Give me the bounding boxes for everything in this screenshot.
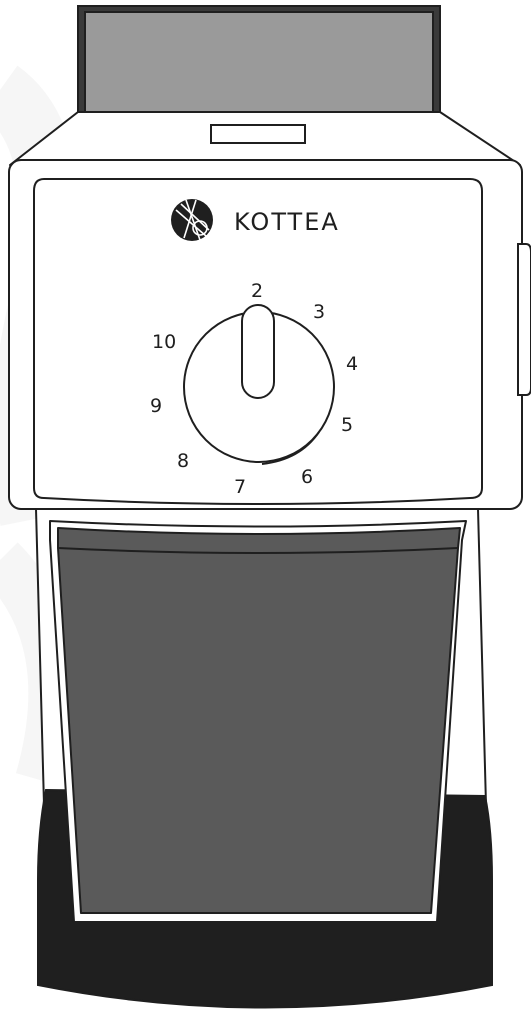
container-rim-line [57,547,459,554]
dial-label-3: 3 [313,301,325,323]
dial-label-4: 4 [346,353,358,375]
dial-label-7: 7 [234,476,246,498]
dial-label-9: 9 [150,395,162,417]
dial-label-2: 2 [251,280,263,302]
dial-label-6: 6 [301,466,313,488]
dial-label-5: 5 [341,414,353,436]
dial-label-8: 8 [177,450,189,472]
dial-label-10: 10 [152,331,176,353]
dial-labels: 2 3 4 5 6 7 8 9 10 [150,280,358,498]
brand-name: KOTTEA [234,208,340,236]
grind-dial[interactable] [183,304,335,465]
hopper-release-tab[interactable] [210,124,306,144]
kottea-logo-icon [171,199,213,241]
ground-coffee-container[interactable] [49,520,467,923]
grind-dial-knob[interactable] [241,304,275,399]
side-power-button[interactable] [517,243,531,396]
